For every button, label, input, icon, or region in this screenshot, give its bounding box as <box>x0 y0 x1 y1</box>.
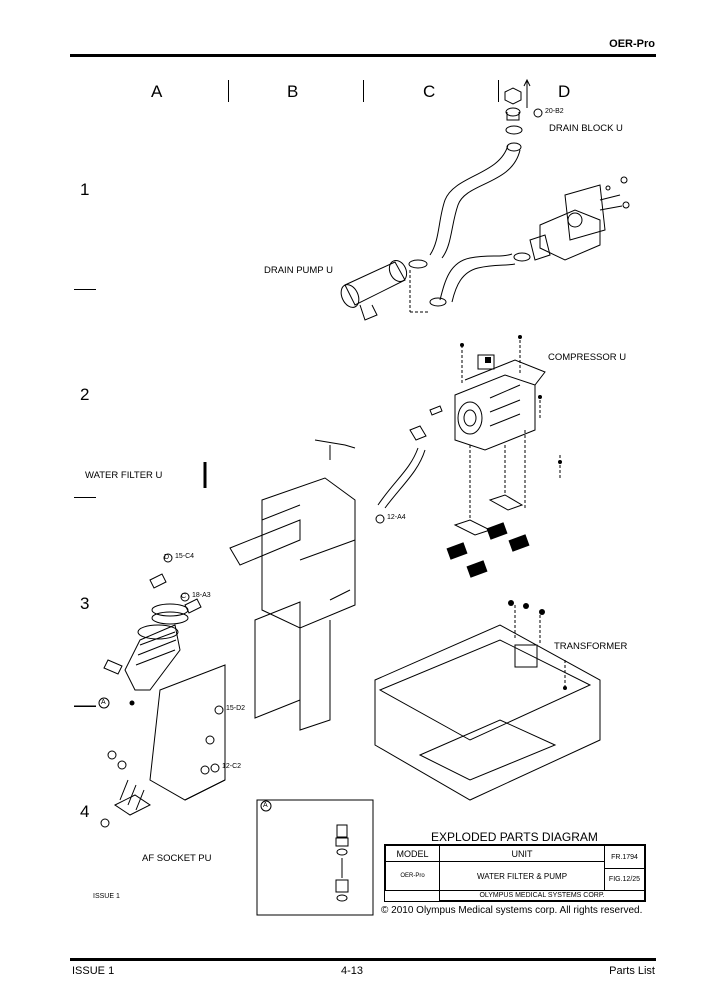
header-title: OER-Pro <box>609 38 655 50</box>
label-drain-block: DRAIN BLOCK U <box>549 123 623 134</box>
footer-issue: ISSUE 1 <box>72 965 115 977</box>
af-socket-parts <box>100 735 215 828</box>
detail-a-box <box>256 799 374 916</box>
hose-clamp <box>429 297 447 307</box>
grid-row-divider <box>74 497 96 498</box>
issue-note: ISSUE 1 <box>93 893 120 900</box>
grid-column-b: B <box>287 82 299 101</box>
foot-pad <box>486 522 508 540</box>
water-filter-frame <box>149 477 356 801</box>
label-compressor: COMPRESSOR U <box>548 352 627 363</box>
grid-column-a: A <box>151 82 163 101</box>
compressor-mounts <box>453 430 526 536</box>
hose-clamp <box>505 125 523 135</box>
reference-12a4: 12-A4 <box>387 514 406 521</box>
drain-block-bracket <box>529 176 630 261</box>
reference-15c4: 15-C4 <box>175 553 195 560</box>
title-block-unit-value: WATER FILTER & PUMP <box>439 861 605 891</box>
reference-circle-a <box>98 697 110 709</box>
grid-row-3: 3 <box>80 594 90 613</box>
title-block-unit-header: UNIT <box>439 845 605 862</box>
drain-hose <box>429 144 509 256</box>
air-tube <box>377 447 419 506</box>
title-block-model-header: MODEL <box>385 845 440 862</box>
reference-marker-d: D <box>164 554 170 561</box>
detail-a-marker: A <box>263 802 268 809</box>
grid-column-divider <box>228 80 229 102</box>
reference-circle-15d2 <box>214 705 224 715</box>
drain-pump-body <box>340 259 408 321</box>
foot-pad <box>446 542 468 560</box>
reference-circle-12c2 <box>210 763 220 773</box>
reference-marker-a: A <box>101 699 106 706</box>
drain-block-cap <box>505 107 521 117</box>
copyright-notice: © 2010 Olympus Medical systems corp. All… <box>381 905 643 916</box>
grid-column-d: D <box>558 82 571 101</box>
grid-column-divider <box>498 80 499 102</box>
label-water-filter: WATER FILTER U <box>85 470 163 481</box>
title-block-heading: EXPLODED PARTS DIAGRAM <box>431 830 598 844</box>
base-frame <box>374 605 601 801</box>
title-block: MODEL UNIT FR.1794 OER-Pro WATER FILTER … <box>384 844 646 902</box>
title-block-fr-number: FR.1794 <box>604 845 645 869</box>
title-block-company: OLYMPUS MEDICAL SYSTEMS CORP. <box>439 890 645 901</box>
grid-column-c: C <box>423 82 436 101</box>
title-block-fig-number: FIG.12/25 <box>604 868 645 891</box>
reference-18a3: 18-A3 <box>192 592 211 599</box>
reference-circle-12a4 <box>375 514 385 524</box>
reference-12c2: 12-C2 <box>222 763 242 770</box>
grid-column-divider <box>363 80 364 102</box>
label-transformer: TRANSFORMER <box>554 641 628 652</box>
grid-row-2: 2 <box>80 385 90 404</box>
grid-row-divider <box>74 289 96 290</box>
footer-page-number: 4-13 <box>341 965 364 977</box>
foot-pad <box>508 534 530 552</box>
foot-pad <box>466 560 488 578</box>
header-rule <box>70 54 656 57</box>
label-drain-pump: DRAIN PUMP U <box>264 265 333 276</box>
reference-circle-20b2 <box>533 108 543 118</box>
drain-block-fitting <box>504 87 522 105</box>
hose-clamp <box>408 259 428 269</box>
compressor-body <box>429 340 561 480</box>
water-filter-cartridge <box>103 573 202 691</box>
footer-rule <box>70 958 656 961</box>
reference-20b2: 20-B2 <box>545 108 564 115</box>
detail-a-parts <box>335 824 349 902</box>
label-af-socket: AF SOCKET PU <box>142 853 212 864</box>
reference-circle-18a3 <box>180 592 190 602</box>
title-block-model-value: OER-Pro <box>385 861 440 891</box>
reference-circle-detail-a <box>260 800 272 812</box>
pump-hose <box>439 253 513 301</box>
grid-row-1: 1 <box>80 180 90 199</box>
grid-row-4: 4 <box>80 802 90 821</box>
hose-clamp <box>513 252 531 262</box>
cover-handle <box>314 439 356 460</box>
footer-section: Parts List <box>609 965 655 977</box>
reference-circle-15c4 <box>163 553 173 563</box>
reference-15d2: 15-D2 <box>226 705 246 712</box>
reference-marker-c: C <box>181 593 187 600</box>
